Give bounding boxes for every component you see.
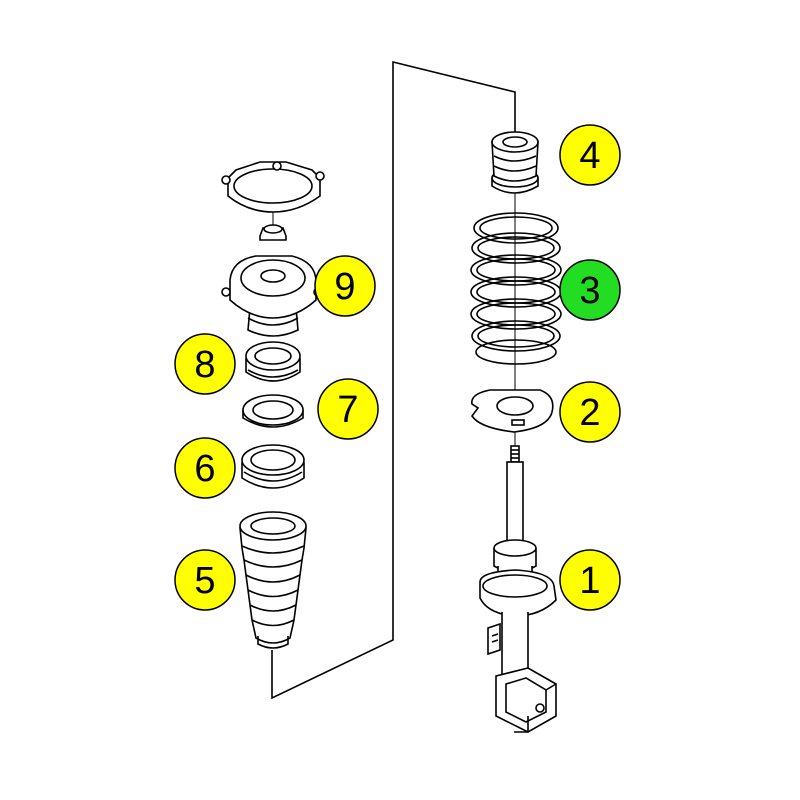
callout-bearing-ring: 8	[174, 333, 236, 395]
thrust-bearing-part	[242, 394, 304, 428]
lower-bearing-ring-part	[241, 444, 305, 489]
callout-number: 4	[579, 135, 600, 177]
callout-dust-boot: 5	[174, 549, 236, 611]
callout-circle	[559, 259, 621, 321]
callout-circle	[559, 381, 621, 443]
callout-circle	[317, 378, 379, 440]
callout-number: 2	[579, 392, 600, 434]
callout-strut: 1	[559, 549, 621, 611]
bearing-ring-part	[245, 341, 301, 382]
callout-number: 6	[194, 448, 215, 490]
callout-circle	[174, 549, 236, 611]
nut	[259, 224, 287, 241]
callout-circle	[174, 437, 236, 499]
callout-number: 5	[194, 560, 215, 602]
callout-top-mount: 9	[314, 255, 376, 317]
dust-boot-part	[239, 511, 307, 649]
callout-circle	[559, 549, 621, 611]
callout-number: 3	[579, 270, 600, 312]
spring-seat-part	[471, 389, 554, 433]
callout-circle	[314, 255, 376, 317]
callout-lower-bearing-ring: 6	[174, 437, 236, 499]
callouts-group: 1 2 3 4 5 6 7 8 9	[174, 124, 621, 611]
top-cap-plate	[221, 161, 325, 213]
callout-number: 9	[334, 266, 355, 308]
callout-number: 1	[579, 560, 600, 602]
bump-stop-part	[491, 131, 539, 194]
callout-circle	[174, 333, 236, 395]
callout-number: 8	[194, 344, 215, 386]
coil-spring-part	[470, 212, 562, 365]
callout-circle	[559, 124, 621, 186]
strut-part	[479, 445, 557, 733]
top-mount	[221, 255, 323, 337]
callout-number: 7	[337, 389, 358, 431]
callout-bump-stop: 4	[559, 124, 621, 186]
callout-spring-seat: 2	[559, 381, 621, 443]
connector-frame	[271, 60, 516, 700]
callout-thrust-bearing: 7	[317, 378, 379, 440]
callout-coil-spring: 3	[559, 259, 621, 321]
